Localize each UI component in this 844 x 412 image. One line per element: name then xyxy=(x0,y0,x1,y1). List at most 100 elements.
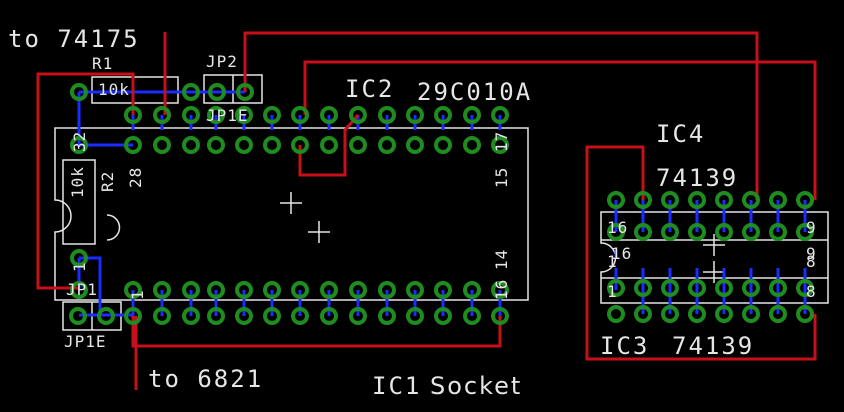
ic4-pad-top-5 xyxy=(715,191,733,209)
ic3-pad-bottom-3 xyxy=(661,305,679,323)
ic3-pad-top-8 xyxy=(796,279,814,297)
ic3-pad-bottom-7 xyxy=(769,305,787,323)
ic4-pad-top-3 xyxy=(661,191,679,209)
ic4-part-label: 74139 xyxy=(656,164,739,192)
ic1-pad-top-2 xyxy=(153,106,171,124)
ic1-pad-bottom-9 xyxy=(349,307,367,325)
ic1-pin32-label: 32 xyxy=(70,130,89,152)
ic4-pad-top-4 xyxy=(688,191,706,209)
ic1-pad-upper-10 xyxy=(378,136,396,154)
to-74175-label: to 74175 xyxy=(8,25,140,53)
ic4-pin8-label: 8 xyxy=(806,252,817,271)
ic1-pad-upper-4 xyxy=(207,136,225,154)
ic4-pad-top-6 xyxy=(742,191,760,209)
ic3-pad-bottom-1 xyxy=(607,305,625,323)
pads-layer xyxy=(69,83,814,325)
ic3-pad-bottom-6 xyxy=(742,305,760,323)
ic1-pad-lower-14 xyxy=(491,281,509,299)
ic1-pad-upper-2 xyxy=(153,136,171,154)
ic1-pad-bottom-5 xyxy=(235,307,253,325)
r2-value: 10k xyxy=(68,166,87,198)
ic4-pad-bottom-6 xyxy=(742,223,760,241)
ic1-pad-top-3 xyxy=(182,106,200,124)
jp1-pad-1 xyxy=(69,307,87,325)
ic1-pad-top-7 xyxy=(291,106,309,124)
ic1-pad-top-10 xyxy=(378,106,396,124)
ic1-pad-bottom-14 xyxy=(491,307,509,325)
ic4-pin1-label: 1 xyxy=(607,252,618,271)
r2-label: R2 xyxy=(98,170,117,192)
ic3-pad-bottom-8 xyxy=(796,305,814,323)
origin-cross-4 xyxy=(703,261,725,283)
ic1-pad-bottom-1 xyxy=(124,307,142,325)
ic3-outline xyxy=(600,211,829,304)
ic1-pad-top-12 xyxy=(434,106,452,124)
ic1-label: IC1 xyxy=(372,372,422,400)
ic3-pin9-label: 9 xyxy=(806,244,817,263)
jp2-label: JP2 xyxy=(206,52,238,71)
origin-cross-3 xyxy=(703,234,725,256)
ic4-pad-bottom-1 xyxy=(607,223,625,241)
ic3-pad-top-4 xyxy=(688,279,706,297)
ic1-pad-lower-6 xyxy=(263,281,281,299)
ic1-outline xyxy=(54,127,529,301)
ic1-pad-lower-5 xyxy=(235,281,253,299)
ic1-pad-top-5 xyxy=(235,106,253,124)
ic3-pad-bottom-4 xyxy=(688,305,706,323)
r1-value: 10k xyxy=(98,80,130,99)
ic3-pad-top-6 xyxy=(742,279,760,297)
ic1-pad-upper-1 xyxy=(124,136,142,154)
ic1-pad-top-1 xyxy=(124,106,142,124)
ic1-pad-top-6 xyxy=(263,106,281,124)
ic1-pin1b-label: 1 xyxy=(128,289,147,300)
ic1-pin16-label: 16 xyxy=(492,278,511,300)
ic1-pad-bottom-11 xyxy=(406,307,424,325)
ic3-pad-top-2 xyxy=(634,279,652,297)
jp1e-top-label: JP1E xyxy=(206,106,249,125)
ic1-pad-lower-11 xyxy=(406,281,424,299)
ic1-pad-upper-7 xyxy=(291,136,309,154)
ic4-pad-bottom-2 xyxy=(634,223,652,241)
ic1-pad-top-8 xyxy=(320,106,338,124)
ic1-pad-bottom-7 xyxy=(291,307,309,325)
ic3-pad-top-3 xyxy=(661,279,679,297)
ic1-pad-top-4 xyxy=(207,106,225,124)
r2-pad-bottom xyxy=(70,249,88,267)
jp2-pad-2 xyxy=(236,83,254,101)
ic1-pad-lower-12 xyxy=(434,281,452,299)
ic4-pad-top-7 xyxy=(769,191,787,209)
ic1-pad-lower-7 xyxy=(291,281,309,299)
ic1-pin15-label: 15 xyxy=(492,166,511,188)
to-6821-label: to 6821 xyxy=(148,365,264,393)
ic1-pad-bottom-6 xyxy=(263,307,281,325)
ic1-pad-lower-8 xyxy=(320,281,338,299)
ic1-pad-bottom-10 xyxy=(378,307,396,325)
ic4-pad-bottom-7 xyxy=(769,223,787,241)
ic3-pin16-label: 16 xyxy=(611,244,633,263)
ic1-pad-top-11 xyxy=(406,106,424,124)
ic1-pad-top-9 xyxy=(349,106,367,124)
ic4-pad-bottom-4 xyxy=(688,223,706,241)
ic1-pad-upper-5 xyxy=(235,136,253,154)
ic4-pad-bottom-8 xyxy=(796,223,814,241)
ic1-pad-bottom-3 xyxy=(182,307,200,325)
ic1-pin17-label: 17 xyxy=(492,130,511,152)
top-traces xyxy=(36,31,817,390)
ic4-pin9-label: 9 xyxy=(806,218,817,237)
ic1-pad-pin1-left xyxy=(70,281,88,299)
r2-outline xyxy=(62,159,96,245)
ic1-pad-bottom-13 xyxy=(463,307,481,325)
r2-pad-top xyxy=(70,136,88,154)
ic1-pin14-label: 14 xyxy=(492,248,511,270)
ic1-pad-bottom-12 xyxy=(434,307,452,325)
ic1-pad-bottom-4 xyxy=(207,307,225,325)
ic1-pad-upper-3 xyxy=(182,136,200,154)
ic1-pad-upper-6 xyxy=(263,136,281,154)
ic3-pin1-label: 1 xyxy=(607,282,618,301)
ic3-pad-top-7 xyxy=(769,279,787,297)
ic3-pad-top-1 xyxy=(607,279,625,297)
ic4-pin16-label: 16 xyxy=(607,218,629,237)
ic3-pad-bottom-5 xyxy=(715,305,733,323)
ic4-pad-top-2 xyxy=(634,191,652,209)
jp1-pad-2 xyxy=(97,307,115,325)
